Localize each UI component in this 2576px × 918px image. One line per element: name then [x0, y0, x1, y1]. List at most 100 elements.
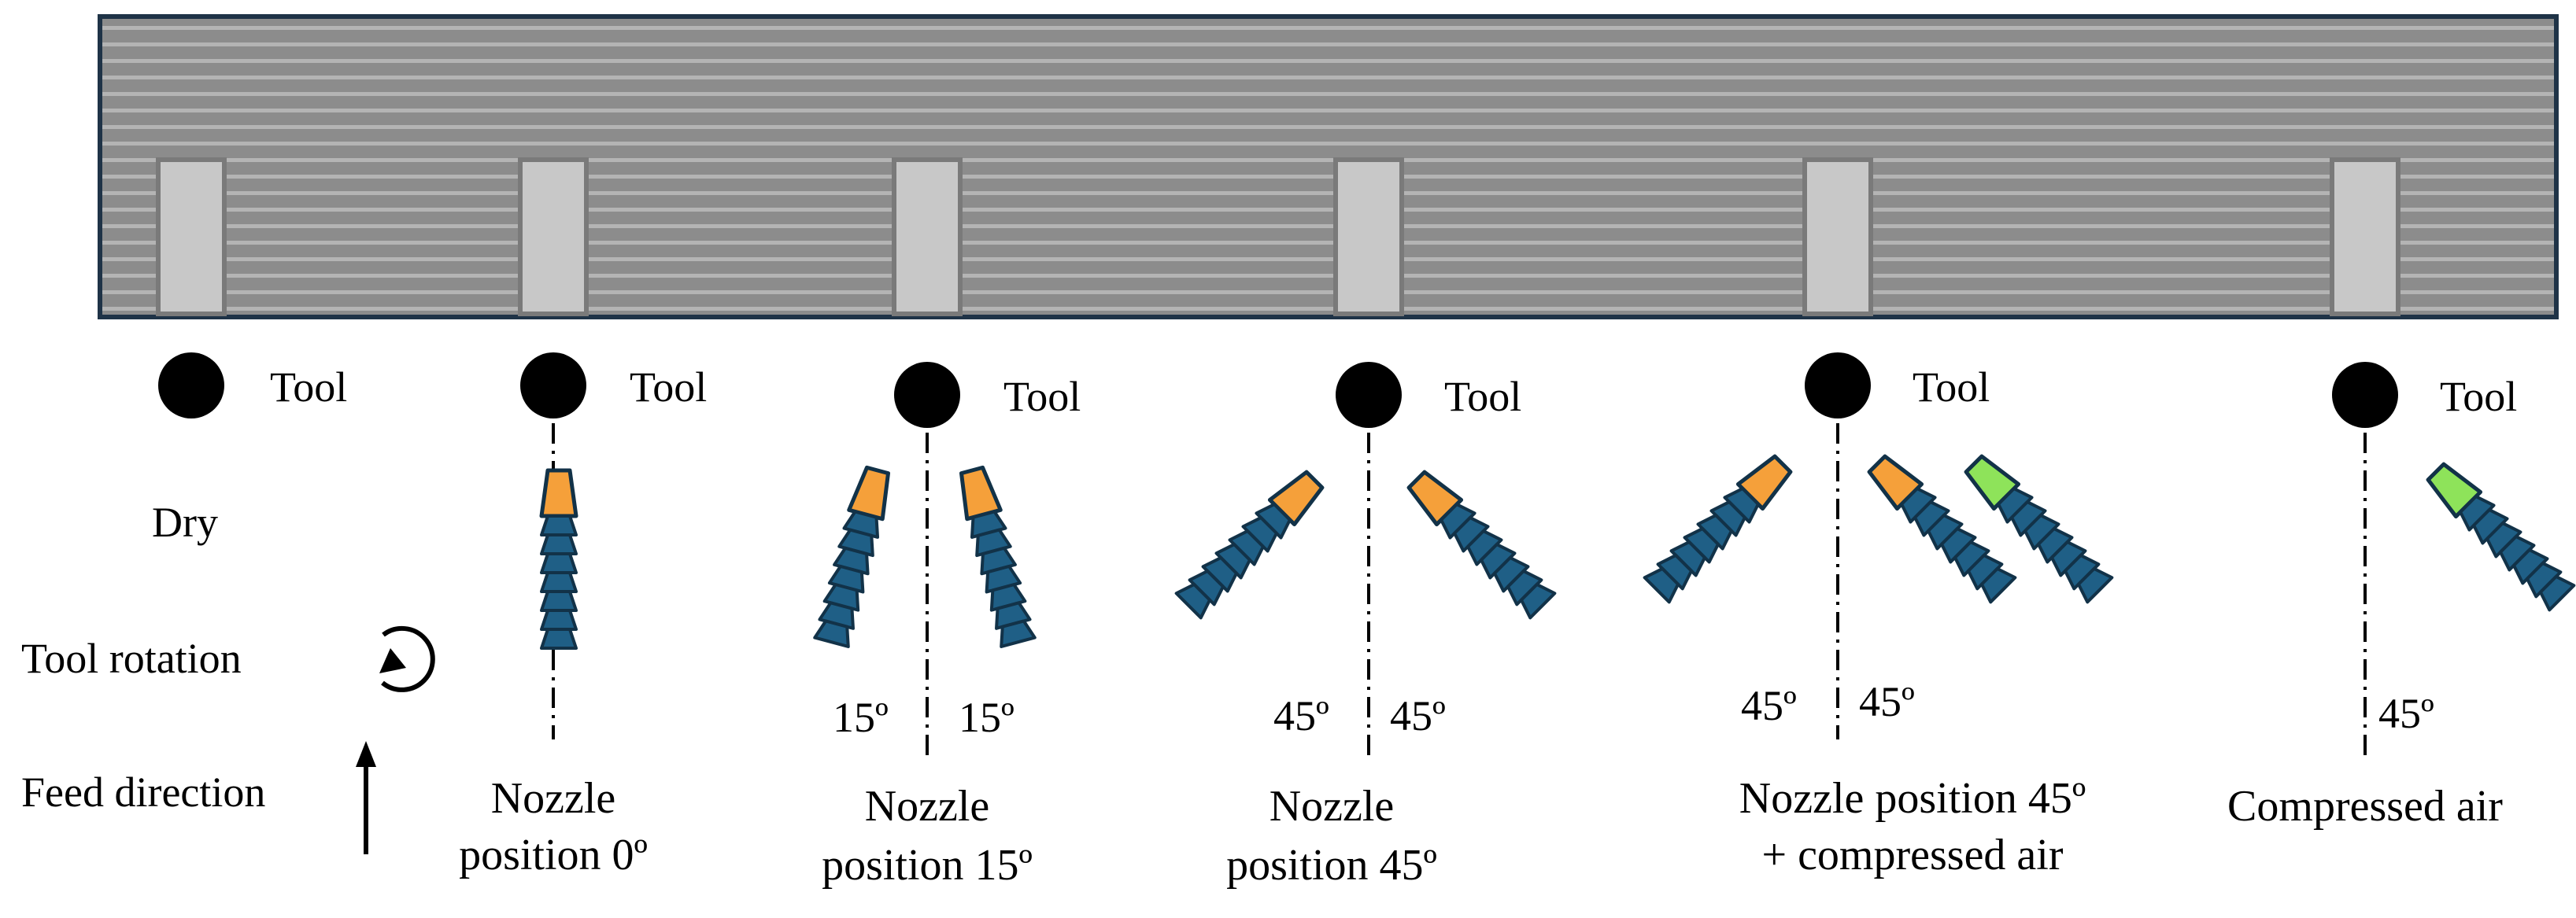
hose-segment: [1241, 516, 1278, 553]
caption-line-1: Nozzle position 45º: [1739, 774, 2086, 823]
hose-segment: [1900, 487, 1937, 524]
hose-segment: [1201, 555, 1239, 593]
coolant-nozzle: [1406, 470, 1557, 620]
hose-segment: [970, 510, 1007, 539]
clockwise-arrow-icon: [379, 625, 435, 692]
hose-segment: [1683, 527, 1720, 564]
dry-label: Dry: [152, 499, 218, 546]
nozzles: [2426, 462, 2576, 612]
caption-line-2: position 45º: [1226, 841, 1437, 890]
hose-segment: [1709, 500, 1746, 537]
nozzles: [539, 468, 578, 650]
caption-line-1: Compressed air: [2227, 782, 2503, 831]
hose-segment: [2485, 522, 2522, 559]
hose-segment: [540, 552, 578, 574]
hose-segment: [1440, 503, 1476, 540]
nozzle-tip: [539, 468, 578, 518]
nozzle-tip: [959, 465, 1003, 522]
coolant-nozzle: [539, 468, 578, 650]
hose-segment: [1492, 555, 1530, 593]
slot: [156, 157, 227, 316]
workpiece: [98, 14, 2559, 319]
hose-segment: [540, 628, 578, 650]
hose-segment: [813, 619, 850, 648]
caption-line-1: Nozzle: [865, 782, 990, 831]
tool-label: Tool: [1913, 363, 1990, 411]
caption-line-1: Nozzle: [1270, 782, 1395, 831]
slot: [1802, 157, 1873, 316]
hose-segment: [1940, 527, 1977, 564]
hose-segment: [818, 601, 855, 630]
hose-segment: [1696, 514, 1733, 551]
hose-segment: [985, 564, 1022, 594]
workpiece-body: [98, 14, 2559, 319]
hose-segment: [2472, 508, 2509, 545]
config-nozzle-45: Tool 45º 45º Nozzle position 45º: [1174, 362, 1557, 890]
configurations: Tool Tool Nozzle position 0º Tool 15º 15…: [158, 352, 2576, 890]
legend: Dry Tool rotation Feed direction: [21, 499, 435, 854]
tool-icon: [2332, 362, 2398, 428]
slot: [2330, 157, 2400, 316]
angle-label-left: 15º: [833, 694, 889, 741]
nozzles: [813, 465, 1037, 648]
hose-segment: [1174, 582, 1212, 620]
hose-segment: [1466, 529, 1503, 566]
angle-label-right: 45º: [2378, 690, 2434, 737]
hose-segment: [1643, 566, 1680, 604]
config-compressed-air: Tool 45º Compressed air: [2227, 362, 2576, 831]
hose-segment: [1000, 619, 1037, 648]
hose-segment: [1979, 566, 2017, 604]
coolant-nozzle: [813, 465, 891, 648]
tool-rotation-label: Tool rotation: [21, 635, 242, 682]
hose-segment: [1997, 487, 2034, 524]
hose-segment: [2037, 527, 2074, 564]
hose-segment: [2076, 566, 2114, 604]
caption-line-2: position 0º: [459, 831, 648, 879]
hose-segment: [1255, 503, 1292, 540]
hose-segment: [2511, 547, 2549, 585]
slot: [892, 157, 963, 316]
caption-line-2: position 15º: [822, 841, 1033, 890]
coolant-nozzle: [959, 465, 1037, 648]
tool-icon: [1805, 352, 1871, 418]
hose-segment: [1519, 582, 1557, 620]
config-nozzle-15: Tool 15º 15º Nozzle position 15º: [813, 362, 1081, 890]
config-dry: Tool: [158, 352, 347, 418]
hose-segment: [2499, 535, 2536, 572]
config-nozzle-0: Tool Nozzle position 0º: [459, 352, 707, 879]
hose-segment: [2010, 500, 2047, 537]
angle-label-left: 45º: [1741, 682, 1797, 729]
hose-segment: [1188, 569, 1225, 606]
hose-segment: [1966, 553, 2004, 591]
angle-label-right: 45º: [1859, 678, 1915, 725]
nozzles: [1174, 470, 1557, 620]
hose-segment: [2538, 574, 2576, 612]
hose-segment: [540, 590, 578, 612]
hose-segment: [989, 583, 1027, 612]
hose-segment: [995, 601, 1032, 630]
hose-segment: [540, 533, 578, 555]
hose-segment: [540, 514, 578, 536]
tool-label: Tool: [1003, 373, 1081, 420]
angle-label-left: 45º: [1273, 692, 1329, 739]
air-nozzle: [2426, 462, 2576, 612]
hose-segment: [827, 564, 865, 594]
up-arrow-icon: [356, 741, 376, 854]
tool-icon: [1336, 362, 1402, 428]
tool-icon: [158, 352, 224, 418]
hose-segment: [2023, 514, 2060, 551]
air-nozzle: [1964, 454, 2114, 604]
coolant-nozzle: [1643, 454, 1793, 604]
hose-segment: [1953, 540, 1990, 577]
hose-segment: [2049, 540, 2087, 577]
hose-segment: [1214, 543, 1251, 580]
hose-segment: [1669, 540, 1707, 577]
hose-segment: [1656, 553, 1694, 591]
hose-segment: [975, 528, 1012, 558]
angle-label-right: 45º: [1390, 692, 1446, 739]
hose-segment: [2525, 561, 2563, 599]
nozzle-tip: [847, 465, 891, 522]
angle-label-right: 15º: [959, 694, 1015, 741]
hose-segment: [540, 609, 578, 631]
